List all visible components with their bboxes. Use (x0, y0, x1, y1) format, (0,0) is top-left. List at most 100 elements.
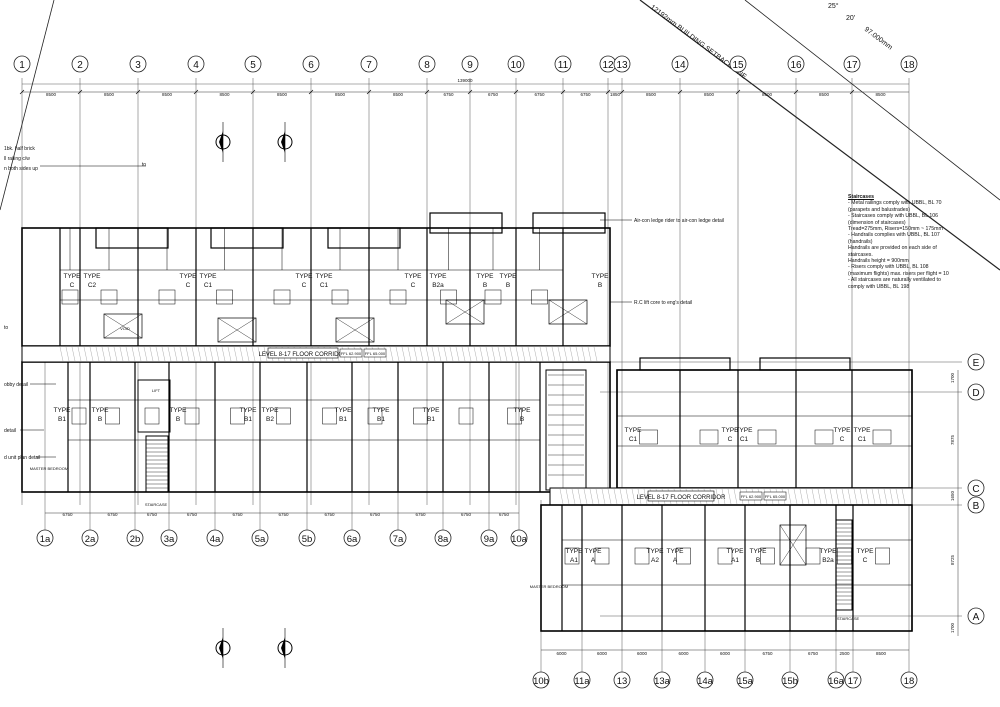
grid-label-bottom-left: 6a (347, 534, 358, 545)
unit-bottom-left-type: TYPE (54, 407, 72, 414)
unit-top-left-type: TYPE (477, 273, 495, 280)
unit-top-left-code: C1 (320, 282, 329, 289)
note-line: staircases. (848, 251, 873, 258)
grid-bubble-right (967, 607, 985, 625)
balcony-projection (429, 212, 503, 234)
grid-label-bottom-right: 18 (904, 676, 915, 687)
balcony-projection (210, 227, 284, 249)
unit-bottom-left-type: TYPE (373, 407, 391, 414)
grid-bubble-bottom-left (510, 529, 528, 547)
balcony-projection (327, 227, 401, 249)
unit-top-right-code: C1 (858, 436, 867, 443)
labels-layer: TYPECTYPEC2TYPECTYPEC1TYPECTYPEC1TYPECTY… (4, 146, 874, 621)
note-line: (dimension of staircases) (848, 219, 906, 226)
grid-bubble-bottom-left (298, 529, 316, 547)
grid-label-right: A (973, 612, 980, 623)
grid-label-bottom-left: 5a (255, 534, 266, 545)
grid-label-bottom-left: 1a (40, 534, 51, 545)
grid-bubble-right (967, 383, 985, 401)
grid-label-bottom-left: 5b (302, 534, 313, 545)
grid-label-top: 10 (510, 60, 522, 71)
lift-label: LIFT (152, 388, 161, 393)
grid-label-bottom-left: 8a (438, 534, 449, 545)
ffl-right-2: FFL 65.000 (765, 494, 786, 499)
unit-top-left-code: B2a (432, 282, 444, 289)
bathroom-fixture (458, 407, 474, 425)
top-dimension: 8500 (219, 92, 230, 97)
note-line: - Risers comply with UBBL, BL 108 (848, 264, 929, 271)
walls-layer (21, 212, 913, 632)
grid-label-top: 9 (467, 60, 473, 71)
top-dimension: 8500 (335, 92, 346, 97)
note-line: Handrails are provided on each side of (848, 245, 937, 252)
bathroom-fixture (230, 407, 245, 425)
unit-top-left-type: TYPE (200, 273, 218, 280)
staircase-label: STAIRCASE (837, 616, 860, 621)
right-block-south-wing (540, 504, 913, 632)
master-bedroom-label: MASTER BEDROOM (530, 584, 568, 589)
right-dimension: 7875 (950, 434, 955, 445)
right-dimension: 1650 (950, 490, 955, 501)
lift-core (137, 379, 171, 433)
right-dimension: 1700 (950, 372, 955, 383)
unit-top-right-type: TYPE (722, 427, 740, 434)
unit-bottom-right-type: TYPE (857, 548, 875, 555)
bathroom-fixture (872, 429, 892, 445)
grid-bubble-bottom-left (36, 529, 54, 547)
bathroom-fixture (144, 407, 160, 425)
unit-top-right-code: C (840, 436, 845, 443)
bottom-left-dimension: 6750 (415, 512, 426, 517)
bathroom-fixture (413, 407, 428, 425)
callout-left_4: to (142, 162, 146, 168)
bottom-right-dimension: 6000 (720, 651, 731, 656)
unit-top-left-type: TYPE (500, 273, 518, 280)
grid-bubble-top (507, 55, 525, 73)
bathroom-fixture (276, 407, 291, 425)
grid-bubble-bottom-left (251, 529, 269, 547)
grid-label-bottom-left: 3a (164, 534, 175, 545)
unit-top-left-code: C (302, 282, 307, 289)
bathroom-fixture (273, 289, 291, 305)
unit-top-left-type: TYPE (296, 273, 314, 280)
bottom-left-dimension: 6750 (461, 512, 472, 517)
grid-label-right: D (972, 388, 979, 399)
top-dimension: 8500 (162, 92, 173, 97)
grid-bubble-bottom-left (160, 529, 178, 547)
setback-distance: 97.000mm (863, 26, 894, 52)
grid-bubble-bottom-right (573, 671, 591, 689)
bottom-right-dimension: 6000 (678, 651, 689, 656)
callout-left_3: n both sides up (4, 166, 38, 172)
unit-top-left-type: TYPE (316, 273, 334, 280)
bottom-left-dimension: 6750 (107, 512, 118, 517)
top-dimension: 8500 (762, 92, 773, 97)
grid-label-top: 15 (732, 60, 744, 71)
balcony-projection (532, 212, 606, 234)
grid-label-bottom-left: 4a (210, 534, 221, 545)
bottom-left-dimension: 6750 (147, 512, 158, 517)
top-dimension: 1850 (610, 92, 621, 97)
grid-bubble-top (360, 55, 378, 73)
unit-bottom-right-type: TYPE (585, 548, 603, 555)
grid-label-top: 8 (424, 60, 430, 71)
setback-angle: 25° (828, 2, 839, 10)
unit-bottom-left-code: B (520, 416, 524, 423)
ffl-left-1: FFL 62.900 (341, 351, 362, 356)
grid-label-bottom-right: 13a (654, 676, 671, 687)
left-block-south-wing (21, 361, 611, 493)
grid-bubble-bottom-left (206, 529, 224, 547)
top-dimension: 6750 (443, 92, 454, 97)
unit-top-left-type: TYPE (180, 273, 198, 280)
grid-bubble-top (671, 55, 689, 73)
callout-left_5: obby detail (4, 382, 28, 388)
grid-label-bottom-right: 13 (617, 676, 628, 687)
unit-top-left-type: TYPE (64, 273, 82, 280)
unit-top-right-type: TYPE (834, 427, 852, 434)
bottom-left-dimension: 6750 (187, 512, 198, 517)
unit-bottom-left-code: B1 (339, 416, 347, 423)
grid-bubble-bottom-right (696, 671, 714, 689)
bathroom-fixture (805, 547, 821, 565)
bathroom-fixture (389, 289, 407, 305)
bottom-right-dimension: 6750 (762, 651, 773, 656)
note-line: (maximum flights) max. risers per flight… (848, 270, 949, 277)
